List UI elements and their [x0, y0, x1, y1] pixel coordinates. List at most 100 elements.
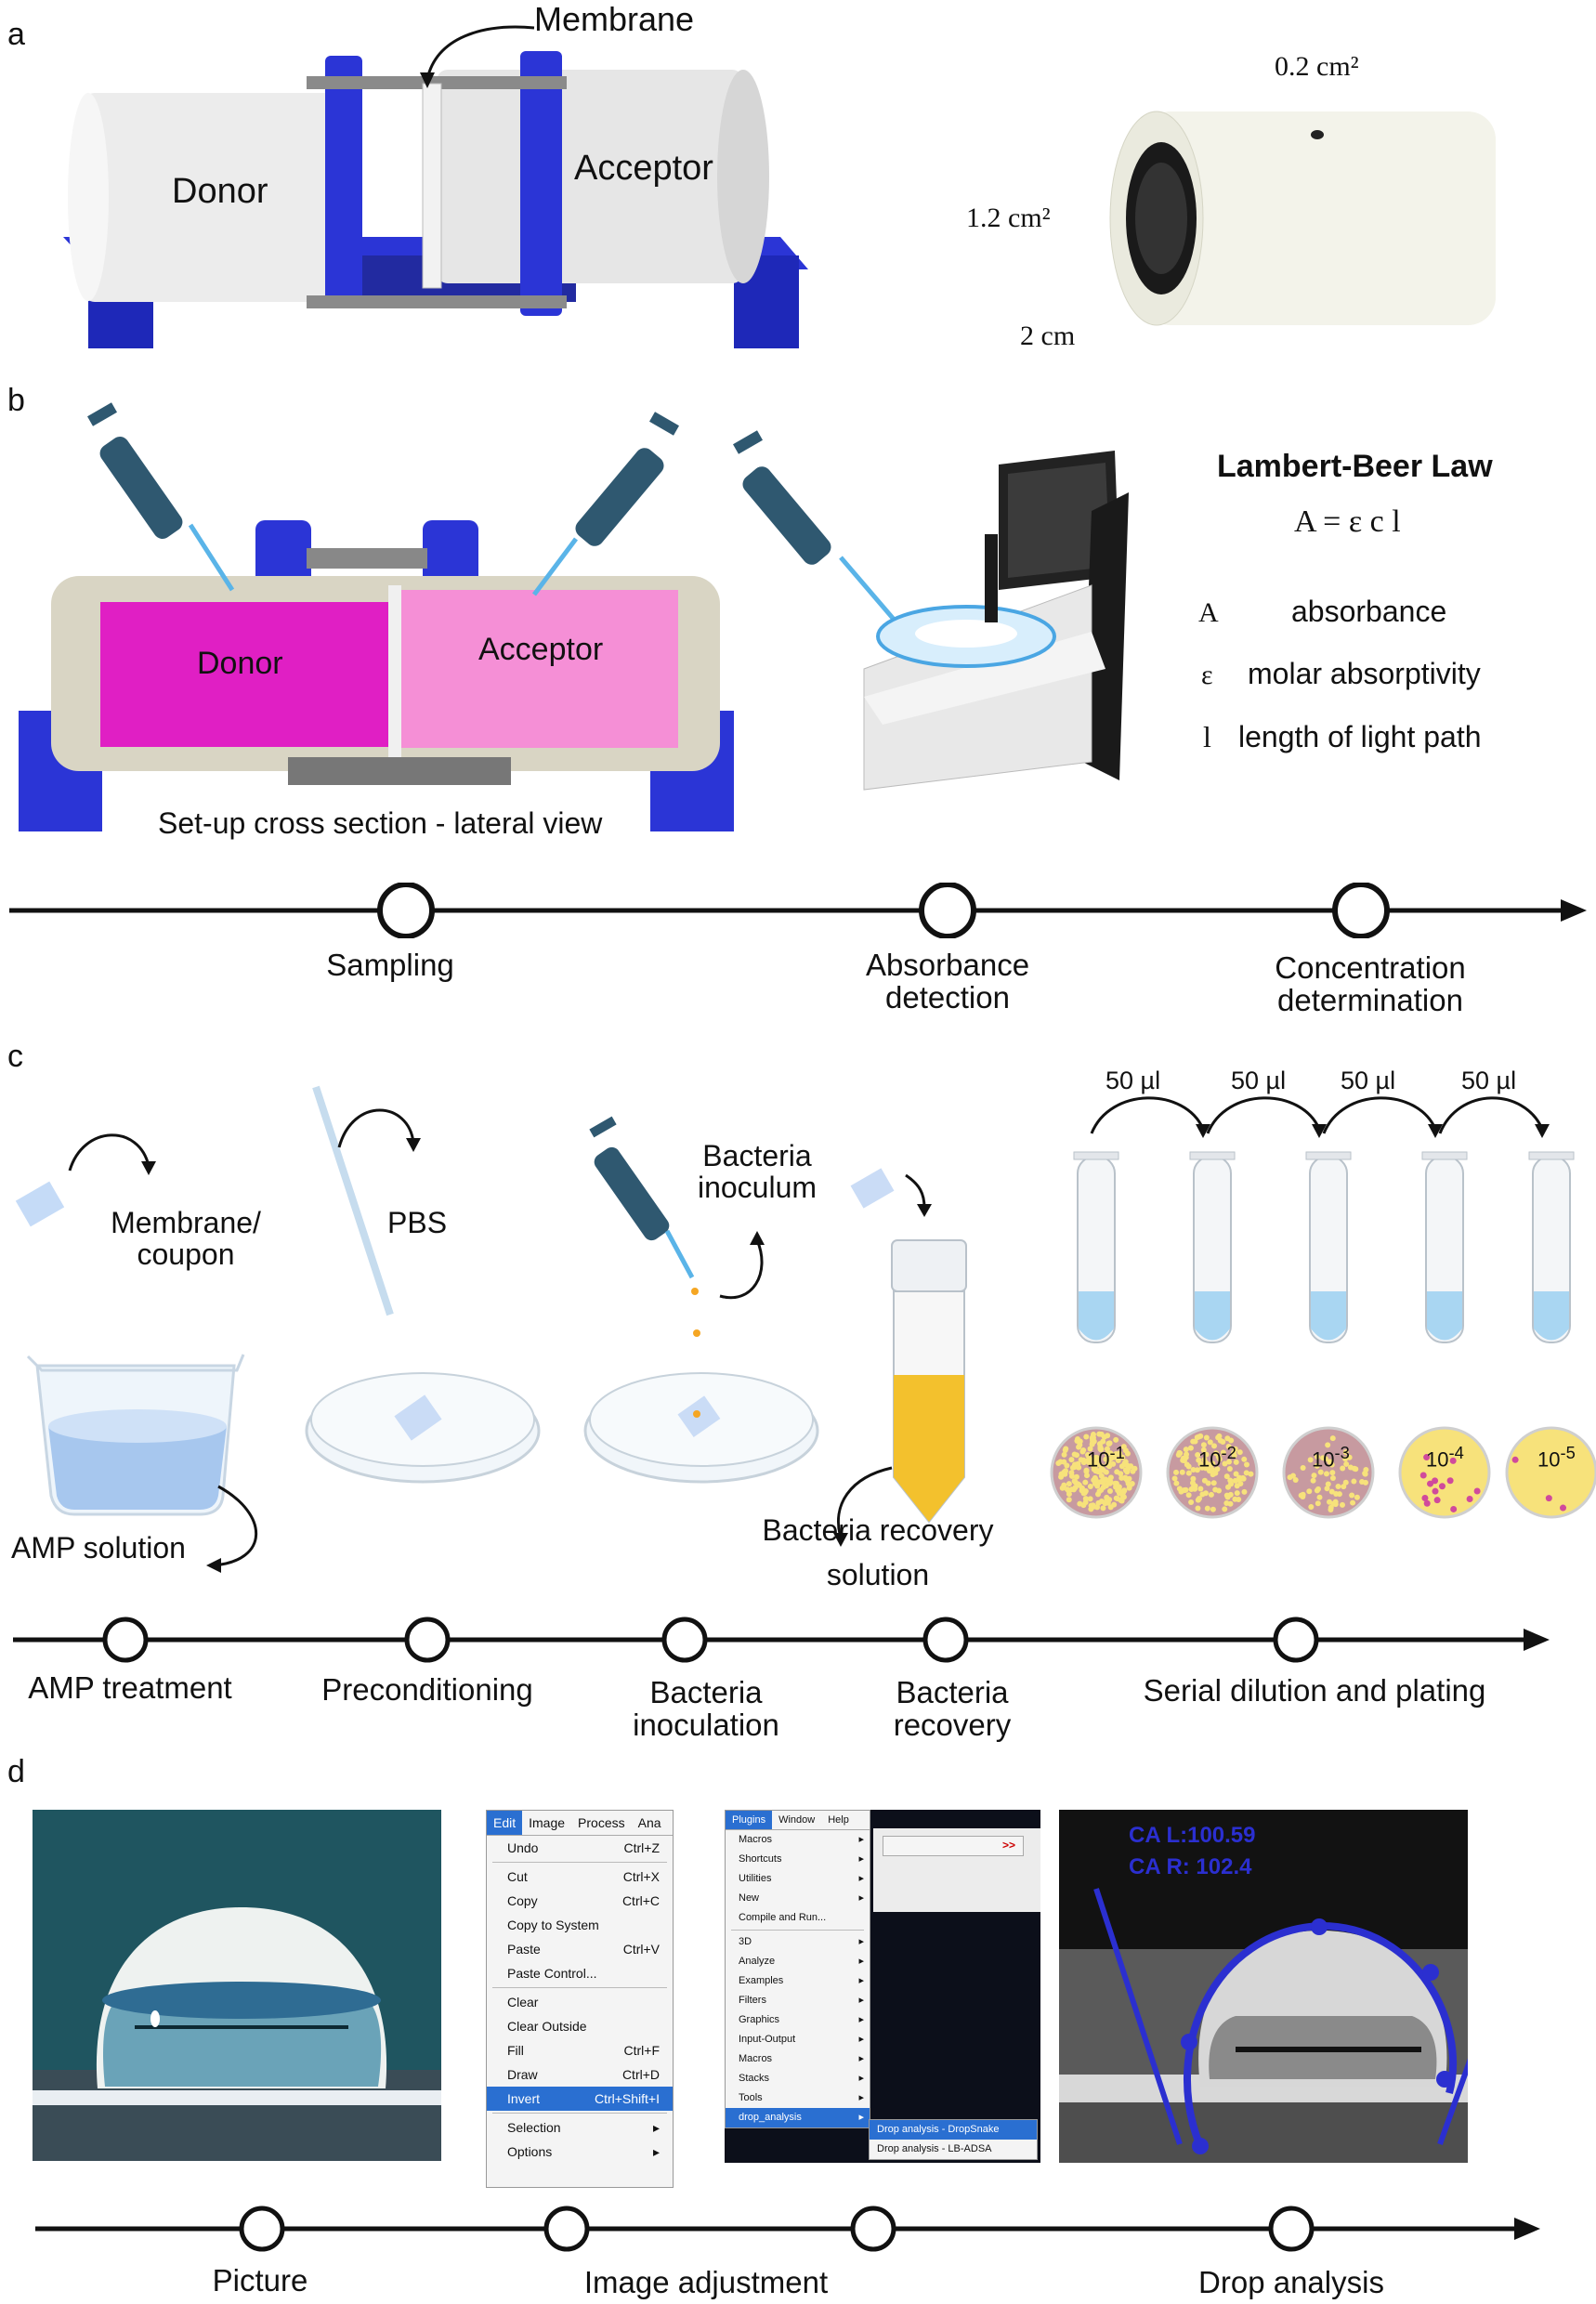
submenu-arrow-icon: ▸: [858, 2014, 864, 2025]
menu-item-selection[interactable]: Selection ▸: [487, 2115, 673, 2140]
acceptor-cylinder: [437, 70, 743, 283]
panel-b-illustration: [19, 402, 1129, 831]
length-label: 2 cm: [1020, 321, 1076, 351]
law-equation: A = ε c l: [1294, 504, 1401, 539]
menu-item-shortcut: Ctrl+C: [621, 1893, 660, 1908]
submenu-item-lb-adsa[interactable]: Drop analysis - LB-ADSA: [870, 2140, 1037, 2159]
panel-letter-d: d: [7, 1754, 25, 1789]
menu-item-label: Shortcuts: [739, 1853, 782, 1865]
plugins-item-input-output[interactable]: Input-Output ▸: [726, 2030, 870, 2049]
agar-plate: [1398, 1426, 1491, 1519]
submenu-arrow-icon: ▸: [652, 2120, 660, 2135]
plugins-item-shortcuts[interactable]: Shortcuts▸: [726, 1850, 870, 1869]
menu-item-clear-outside[interactable]: Clear Outside: [487, 2014, 673, 2038]
menu-item-label: Tools: [739, 2092, 763, 2103]
menu-item-label: Stacks: [739, 2073, 770, 2084]
transfer-label-2: 50 µl: [1231, 1067, 1287, 1094]
plugins-item-utilities[interactable]: Utilities▸: [726, 1869, 870, 1889]
menubar-edit[interactable]: Edit: [487, 1811, 523, 1835]
timeline-c-label-0: AMP treatment: [28, 1670, 232, 1705]
menu-item-label: Input-Output: [739, 2034, 796, 2045]
menu-item-label: Selection: [507, 2120, 561, 2135]
plugins-item-tools[interactable]: Tools▸: [726, 2088, 870, 2108]
plugins-item-filters[interactable]: Filters▸: [726, 1991, 870, 2010]
menu-item-label: Macros: [739, 2053, 773, 2064]
menubar-help[interactable]: Help: [828, 1814, 849, 1826]
menu-item-options[interactable]: Options▸: [487, 2140, 673, 2164]
timeline-b: [9, 883, 1587, 938]
dilution-exp-1: -2: [1221, 1443, 1236, 1462]
pasteur-pipette: [312, 1085, 394, 1316]
menu-item-paste[interactable]: Paste Ctrl+V: [487, 1937, 673, 1961]
dilution-arrows: [1090, 1096, 1550, 1138]
menubar-window[interactable]: Window: [778, 1814, 816, 1826]
menu-item-label: Copy: [507, 1893, 538, 1908]
donor-chamber: [100, 602, 390, 747]
menu-item-label: Drop analysis - LB-ADSA: [877, 2143, 992, 2154]
menubar-analyze[interactable]: Ana: [637, 1815, 661, 1830]
cross-section-caption: Set-up cross section - lateral view: [158, 806, 603, 840]
plugins-item-macros[interactable]: Macros▸: [726, 1830, 870, 1850]
menu-item-copy[interactable]: Copy Ctrl+C: [487, 1889, 673, 1913]
menu-item-clear[interactable]: Clear: [487, 1990, 673, 2014]
var-desc-2: length of light path: [1238, 720, 1482, 753]
imagej-menubar: Edit Image Process Ana: [487, 1811, 673, 1836]
plugins-item-analyze[interactable]: Analyze▸: [726, 1952, 870, 1971]
menubar-image[interactable]: Image: [529, 1815, 566, 1830]
menu-item-paste-control[interactable]: Paste Control...: [487, 1961, 673, 1985]
timeline-c-label-2: Bacteria inoculation: [633, 1675, 779, 1742]
submenu-arrow-icon: ▸: [858, 2034, 864, 2045]
plugins-item-macros-2[interactable]: Macros▸: [726, 2049, 870, 2069]
plugins-item-examples[interactable]: Examples▸: [726, 1971, 870, 1991]
menu-item-label: Analyze: [739, 1956, 776, 1967]
ca-left-readout: CA L:100.59: [1129, 1823, 1256, 1848]
menu-item-label: 3D: [739, 1936, 752, 1947]
dilution-exp-2: -3: [1334, 1443, 1350, 1462]
var-sym-1: ε: [1201, 660, 1213, 690]
toolbar-more-button[interactable]: >>: [1001, 1839, 1015, 1852]
dilution-label-0: 10-1: [1087, 1443, 1125, 1472]
plugins-item-3d[interactable]: 3D▸: [726, 1932, 870, 1952]
dilution-label-3: 10-4: [1426, 1443, 1464, 1472]
contact-angle-fit: [1059, 1810, 1468, 2163]
dilution-exp-3: -4: [1448, 1443, 1464, 1462]
plugins-item-stacks[interactable]: Stacks▸: [726, 2069, 870, 2088]
plugins-item-graphics[interactable]: Graphics▸: [726, 2010, 870, 2030]
menu-item-copy-to-system[interactable]: Copy to System: [487, 1913, 673, 1937]
transfer-arrow: [1206, 1096, 1327, 1138]
menu-item-label: Cut: [507, 1869, 528, 1884]
timeline-d-label-1: Image adjustment: [583, 2265, 829, 2299]
timeline-d-label-2: Drop analysis: [1198, 2265, 1384, 2299]
menu-item-shortcut: Ctrl+V: [622, 1942, 660, 1957]
menu-item-label: Paste: [507, 1942, 541, 1957]
acceptor-label-b: Acceptor: [478, 632, 604, 667]
menu-item-label: Invert: [507, 2091, 541, 2106]
var-desc-1: molar absorptivity: [1248, 657, 1481, 690]
menu-item-shortcut: Ctrl+F: [623, 2043, 661, 2058]
dilution-label-4: 10-5: [1537, 1443, 1576, 1472]
flange-left: [325, 56, 362, 307]
plugins-item-compile-and-run[interactable]: Compile and Run...: [726, 1908, 870, 1928]
menubar-process[interactable]: Process: [578, 1815, 625, 1830]
coupon-icon: [15, 1181, 65, 1227]
screw-bottom: [307, 295, 567, 308]
pipette-right: [733, 430, 898, 624]
timeline-b-label-2: Concentration determination: [1275, 950, 1466, 1017]
transfer-arrow: [1322, 1096, 1443, 1138]
plugins-item-new[interactable]: New▸: [726, 1889, 870, 1908]
menubar-plugins[interactable]: Plugins: [726, 1811, 773, 1829]
menu-item-shortcut: Ctrl+D: [621, 2067, 660, 2082]
timeline-c-label-4: Serial dilution and plating: [1143, 1673, 1486, 1708]
falcon-tube: [891, 1239, 967, 1524]
submenu-arrow-icon: ▸: [652, 2144, 660, 2159]
donor-label-a: Donor: [172, 172, 268, 211]
plugins-item-drop-analysis[interactable]: drop_analysis▸: [726, 2108, 870, 2127]
spectrophotometer-icon: [863, 451, 1129, 791]
submenu-item-dropsnake[interactable]: Drop analysis - DropSnake: [870, 2120, 1037, 2140]
menu-item-label: Paste Control...: [507, 1966, 597, 1981]
